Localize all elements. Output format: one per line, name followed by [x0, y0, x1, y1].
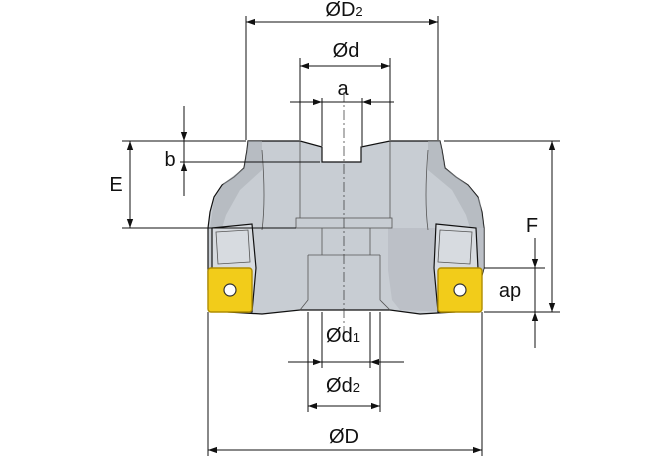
label-a: a: [337, 78, 349, 100]
left-insert-screw-icon: [223, 283, 237, 297]
body-shade-left: [210, 141, 262, 228]
label-b: b: [164, 149, 175, 171]
label-F: F: [526, 215, 538, 237]
label-d1: Ød1: [326, 325, 360, 347]
label-E: E: [109, 174, 122, 196]
left-insert-group: [207, 223, 257, 313]
label-D: ØD: [329, 426, 359, 448]
body-shade-right: [428, 141, 484, 228]
right-insert-screw-icon: [453, 283, 467, 297]
label-ap: ap: [499, 280, 521, 302]
label-d: Ød: [333, 40, 360, 62]
relief-curves: [261, 149, 429, 231]
label-D2: ØD2: [325, 0, 362, 21]
label-d2: Ød2: [326, 375, 360, 397]
left-chip-face: [215, 229, 251, 265]
right-insert-group: [433, 223, 483, 313]
dimension-labels: ØD2 Ød a b E F ap Ød1 Ød2 ØD: [109, 0, 538, 448]
right-chip-face: [437, 229, 473, 265]
dimension-lines: [122, 16, 560, 456]
